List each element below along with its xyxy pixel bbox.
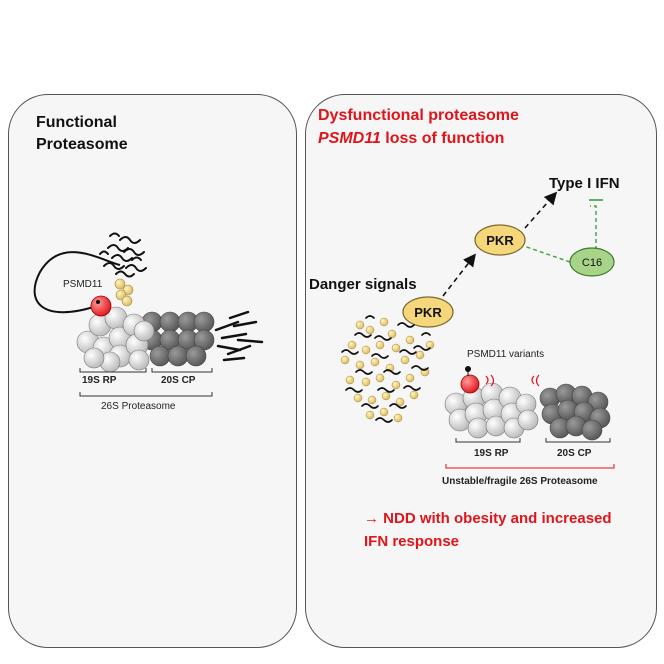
right-19s-label: 19S RP (474, 448, 509, 459)
conclusion-line-2: IFN response (364, 533, 460, 550)
pkr-to-pkr-arrow (442, 253, 476, 297)
danger-signals-cluster (340, 315, 435, 423)
instability-marks (485, 374, 540, 387)
left-ubiquitin-chain (114, 278, 134, 307)
right-psmd11-variant-subunit (460, 374, 480, 394)
functional-proteasome-title: Functional Proteasome (36, 114, 128, 153)
right-brackets (445, 438, 615, 469)
c16-label: C16 (582, 257, 602, 269)
pkr-top-node (474, 224, 526, 256)
conclusion-line-1: → NDD with obesity and increased (364, 510, 612, 527)
c16-inhibits-ifn (590, 205, 597, 250)
left-brackets (79, 368, 213, 397)
unstable-proteasome-label: Unstable/fragile 26S Proteasome (442, 476, 598, 487)
pkr-bottom-node (402, 296, 454, 328)
pkr-to-ifn-arrow (524, 191, 558, 229)
psmd11-label: PSMD11 (63, 279, 103, 290)
right-20s-label: 20S CP (557, 448, 592, 459)
right-19s-rp (444, 382, 539, 439)
c16-node (569, 247, 615, 277)
pkr-bottom-label: PKR (414, 305, 442, 320)
left-20s-label: 20S CP (161, 375, 196, 386)
gene-name: PSMD11 (318, 130, 381, 147)
left-19s-label: 19S RP (82, 375, 117, 386)
left-substrate-protein (99, 232, 147, 278)
c16-inhibits-pkr (517, 243, 571, 263)
unstable-26s-proteasome (444, 366, 615, 469)
left-psmd11-subunit (90, 295, 112, 317)
left-26s-label: 26S Proteasome (101, 401, 176, 412)
psmd11-variants-label: PSMD11 variants (467, 349, 545, 360)
pkr-top-label: PKR (486, 233, 514, 248)
loss-of-function-title: PSMD11 loss of function (318, 130, 505, 147)
left-peptide-fragments (214, 310, 264, 362)
danger-signals-label: Danger signals (309, 276, 417, 293)
type1-ifn-label: Type I IFN (549, 175, 620, 192)
left-20s-core (141, 311, 215, 367)
dysfunctional-title: Dysfunctional proteasome (318, 107, 519, 124)
functional-26s-proteasome (33, 232, 264, 397)
right-20s-core (539, 383, 611, 441)
left-19s-rp (76, 306, 155, 373)
signaling-pathway (402, 191, 615, 328)
